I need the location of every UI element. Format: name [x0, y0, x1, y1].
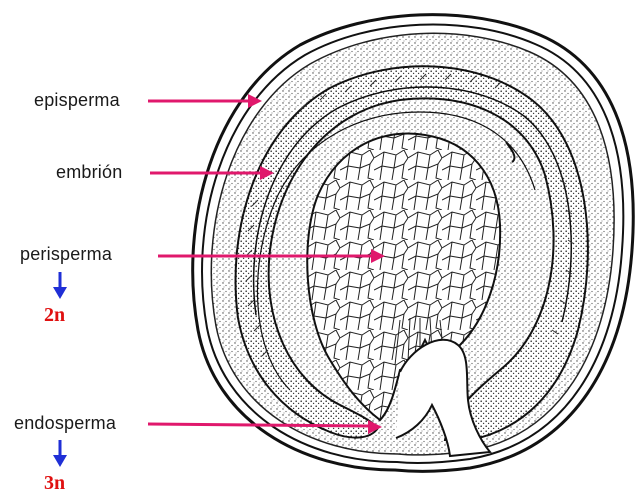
down-arrow-icon [52, 272, 68, 300]
label-perisperma: perisperma [20, 244, 112, 265]
label-embrion: embrión [56, 162, 122, 183]
down-arrow-icon [52, 440, 68, 468]
label-endosperma: endosperma [14, 413, 116, 434]
ploidy-endosperma: 3n [44, 472, 65, 495]
label-episperma: episperma [34, 90, 120, 111]
ploidy-perisperma: 2n [44, 304, 65, 327]
